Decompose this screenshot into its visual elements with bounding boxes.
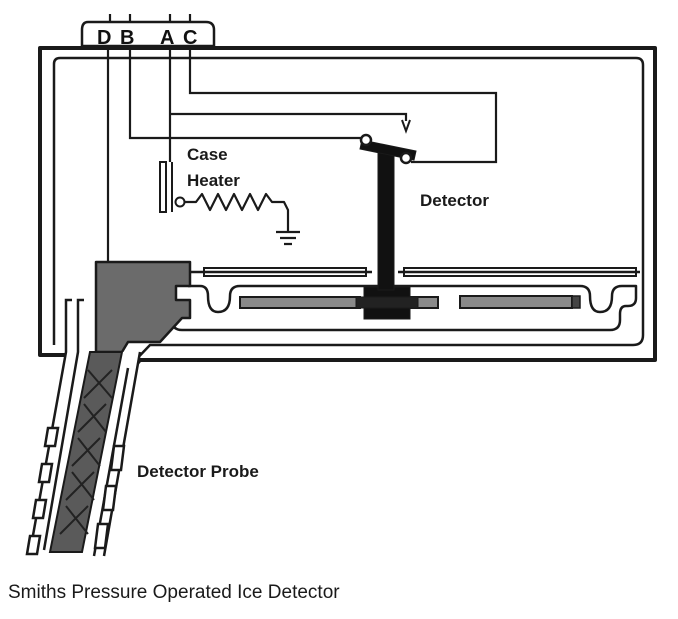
terminal-a-label: A [160,27,174,49]
wiring [106,14,498,292]
terminal-d-label: D [97,27,111,49]
detector-housing [38,46,657,397]
detector-switch [355,119,419,320]
diagram-caption: Smiths Pressure Operated Ice Detector [8,582,340,603]
detector-probe-label: Detector Probe [137,462,259,481]
diagram-labels: Case Heater Detector Detector Probe [137,145,489,481]
detector-probe [25,260,192,557]
pressure-chamber [239,295,581,309]
detector-label: Detector [420,191,489,210]
terminal-b-label: B [120,27,134,49]
terminal-c-label: C [183,27,197,49]
case-heater-label-line2: Heater [187,171,240,190]
case-heater-label-line1: Case [187,145,228,164]
terminal-block: D B A C [80,20,216,49]
